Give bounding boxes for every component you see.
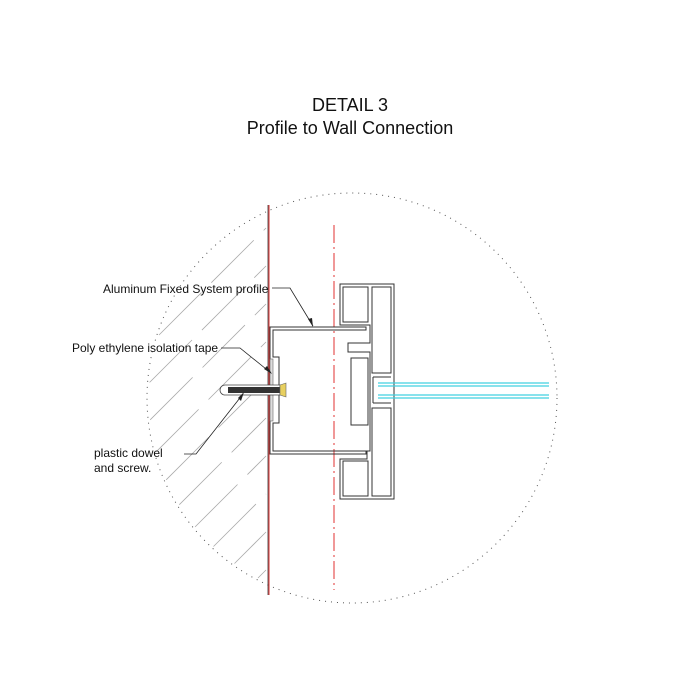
detail-number: DETAIL 3 [311,95,389,115]
hatch-line [179,417,267,505]
hatch-line [257,569,267,579]
glass-panel [378,382,549,399]
aluminum-profile [269,283,395,500]
wall-hatch [149,227,267,579]
label-tape: Poly ethylene isolation tape [72,341,219,355]
dowel-and-screw [219,382,287,398]
leader-lines [184,287,314,455]
hatch-line [155,341,267,453]
screw-head [279,382,287,398]
hatch-line [234,531,267,564]
hatch-line [194,455,267,528]
label-profile: Aluminum Fixed System profile [103,282,269,296]
label-dowel-2: and screw. [94,461,152,475]
hatch-line [149,265,267,383]
hatch-line [149,303,267,421]
hatch-line [165,379,267,481]
hatch-line [158,227,267,336]
leader-arrows [238,318,313,401]
detail-circle [146,192,558,604]
detail-title: Profile to Wall Connection [246,118,454,138]
hatch-line [213,493,267,547]
label-dowel-1: plastic dowel [94,446,163,460]
